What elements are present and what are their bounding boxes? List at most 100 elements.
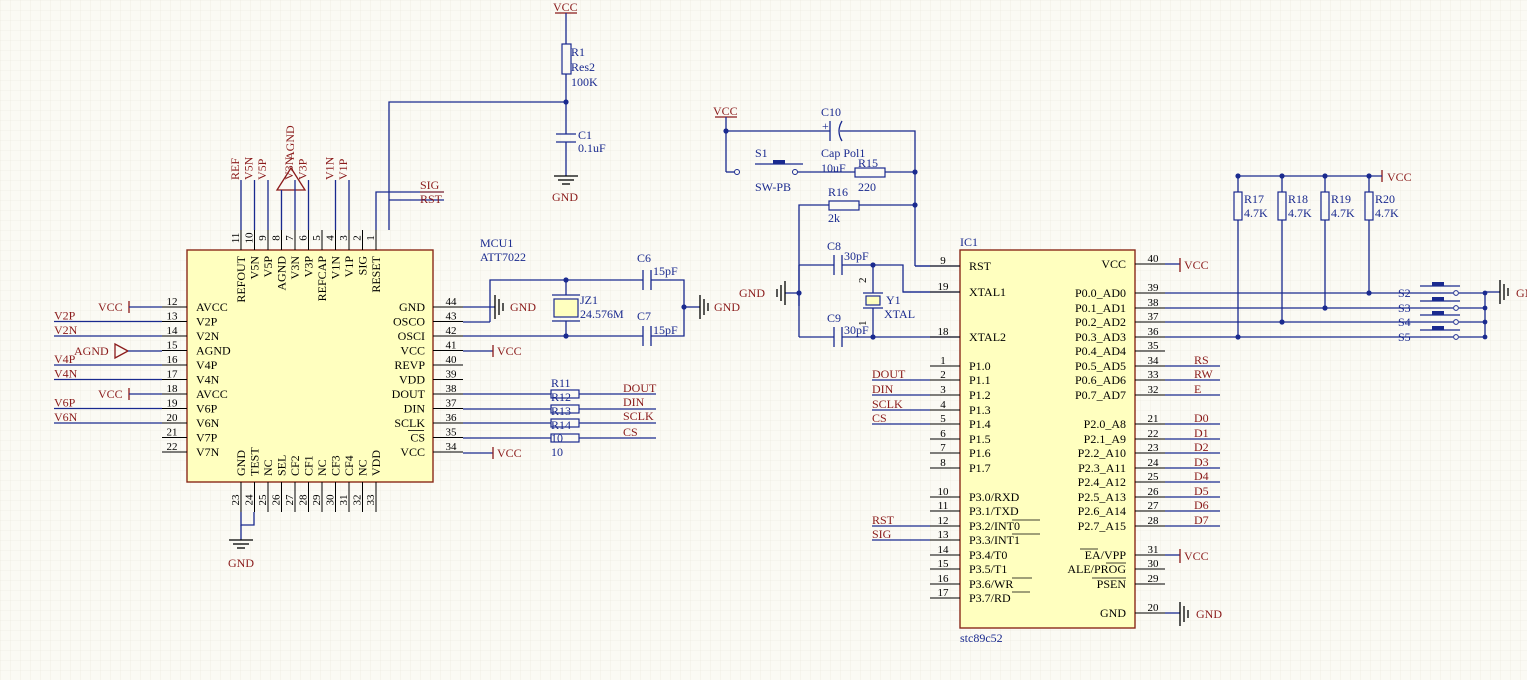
r15-ref: R15	[858, 156, 878, 170]
ic1-pin-name: P0.2_AD2	[1075, 315, 1126, 329]
switch-ref: S5	[1398, 330, 1411, 344]
gnd-label-osc: GND	[714, 300, 740, 314]
ic1-net-label: D1	[1194, 426, 1209, 440]
ic1-net-label: D2	[1194, 440, 1209, 454]
ic1-pin-number: 1	[940, 355, 946, 367]
mcu1-pin-number: 23	[230, 494, 242, 506]
svg-text:+: +	[822, 119, 829, 133]
mcu1-pin-number: 36	[446, 412, 458, 424]
mcu1-pin-number: 43	[446, 311, 458, 323]
ic1-pin-name: P1.6	[969, 446, 991, 460]
mcu1-net-label: V5N	[242, 156, 256, 180]
vcc-label-pullups: VCC	[1387, 170, 1412, 184]
mcu1-pin-number: 42	[446, 325, 457, 337]
ic1-pin-number: 28	[1148, 515, 1160, 527]
net-dout-mcu: DOUT	[623, 381, 657, 395]
gnd-label-mcu-bottom: GND	[228, 556, 254, 570]
net-din-mcu: DIN	[623, 395, 645, 409]
c10-ref: C10	[821, 105, 841, 119]
mcu1-bottom-pins: 23GND24TEST25NC26SEL27CF228CF129NC30CF33…	[230, 447, 383, 512]
r14-ref: R14	[551, 418, 571, 432]
pullup-value: 4.7K	[1244, 206, 1268, 220]
mcu1-pin-name: AGND	[275, 256, 289, 291]
ic1-body	[959, 249, 1136, 629]
ic1-pin-name: P2.1_A9	[1084, 432, 1126, 446]
s1-value: SW-PB	[755, 180, 791, 194]
mcu1-pin-name: CF2	[288, 455, 302, 476]
ic1-pin-number: 19	[938, 281, 950, 293]
ic1-pin-number: 38	[1148, 297, 1160, 309]
mcu1-pin-name: GND	[399, 300, 425, 314]
agnd-symbol-top	[275, 166, 307, 191]
c8-value: 30pF	[844, 249, 869, 263]
ic1-pin-number: 24	[1148, 457, 1160, 469]
ic1-ref: IC1	[960, 235, 978, 249]
ic1-right-pins: 40VCC39P0.0_AD038P0.1_AD137P0.2_AD236P0.…	[1067, 253, 1180, 620]
r16-ref: R16	[828, 185, 848, 199]
ic1-pin-name: P3.4/T0	[969, 548, 1007, 562]
mcu1-pin-name: V1N	[329, 256, 343, 280]
c1-value: 0.1uF	[578, 141, 606, 155]
mcu1-pin-number: 30	[325, 494, 337, 506]
gnd-symbol-mcu-bottom	[229, 539, 253, 549]
c7-ref: C7	[637, 309, 651, 323]
ic1-pin-name: PSEN	[1097, 577, 1127, 591]
ic1-pin-name: P2.7_A15	[1078, 519, 1126, 533]
ic1-pin-number: 4	[940, 399, 946, 411]
mcu1-pin-number: 26	[271, 494, 283, 506]
r14-value: 10	[551, 431, 563, 445]
ic1-pin-number: 29	[1148, 573, 1160, 585]
ic1-net-label: D6	[1194, 498, 1209, 512]
mcu1-pin-name: VDD	[399, 373, 425, 387]
ic1-pin-number: 21	[1148, 413, 1159, 425]
ic1-pin-name: XTAL1	[969, 285, 1006, 299]
ic1-pin-number: 39	[1148, 282, 1160, 294]
pullup-ref: R18	[1288, 192, 1308, 206]
ic1-pin-number: 30	[1148, 558, 1160, 570]
ic1-net-label: SCLK	[872, 397, 903, 411]
mcu1-pin-name: VCC	[400, 445, 425, 459]
mcu1-net-label: V1P	[336, 158, 350, 180]
mcu1-pin-number: 13	[167, 311, 179, 323]
ic1-pin-number: 20	[1148, 602, 1160, 614]
mcu1-right-pins: 44GND43OSCO42OSCI41VCC40REVP39VDD38DOUT3…	[392, 296, 463, 459]
ic1-pin-number: 22	[1148, 428, 1159, 440]
ic1-pin-number: 32	[1148, 384, 1159, 396]
r12-ref: R12	[551, 390, 571, 404]
mcu1-pin-name: CS	[410, 431, 425, 445]
ic1-pin-number: 3	[940, 384, 946, 396]
ic1-net-label: RS	[1194, 353, 1209, 367]
mcu1-pin-name: TEST	[248, 447, 262, 476]
crystal-jz1	[552, 294, 580, 322]
mcu1-net-label: V3N	[282, 156, 296, 180]
ic1-pin-number: 6	[940, 428, 946, 440]
net-cs-mcu: CS	[623, 425, 638, 439]
ic1-pin-name: VCC	[1101, 257, 1126, 271]
net-sclk-mcu: SCLK	[623, 409, 654, 423]
mcu1-pin-number: 9	[257, 235, 269, 241]
ic1-pin-name: P2.4_A12	[1078, 475, 1126, 489]
mcu1-pin-name: REFCAP	[315, 256, 329, 302]
mcu1-pin-number: 11	[230, 233, 242, 244]
mcu1-pin-number: 8	[271, 235, 283, 241]
mcu1-top-pins: 11REFOUT10V5N9V5P8AGND7V3N6V3P5REFCAP4V1…	[230, 230, 383, 303]
mcu1-pin-name: V2N	[196, 329, 220, 343]
ic1-pin-name: XTAL2	[969, 330, 1006, 344]
mcu1-pin-number: 35	[446, 427, 458, 439]
ic1-pin-number: 11	[938, 500, 949, 512]
ic1-net-label: DIN	[872, 382, 894, 396]
mcu1-net-label: V1N	[323, 156, 337, 180]
vcc-label-reset: VCC	[713, 104, 738, 118]
ic1-pin-number: 14	[938, 544, 950, 556]
mcu1-pin-number: 31	[338, 495, 350, 506]
mcu1-net-label: V6N	[54, 410, 78, 424]
ic1-pin-number: 5	[940, 413, 946, 425]
mcu1-net-label: V6P	[54, 396, 76, 410]
mcu1-pin-name: OSCO	[393, 315, 425, 329]
ic1-pin-name: P0.6_AD6	[1075, 373, 1126, 387]
ic1-pin-number: 2	[940, 369, 946, 381]
r1-value2: 100K	[571, 75, 598, 89]
